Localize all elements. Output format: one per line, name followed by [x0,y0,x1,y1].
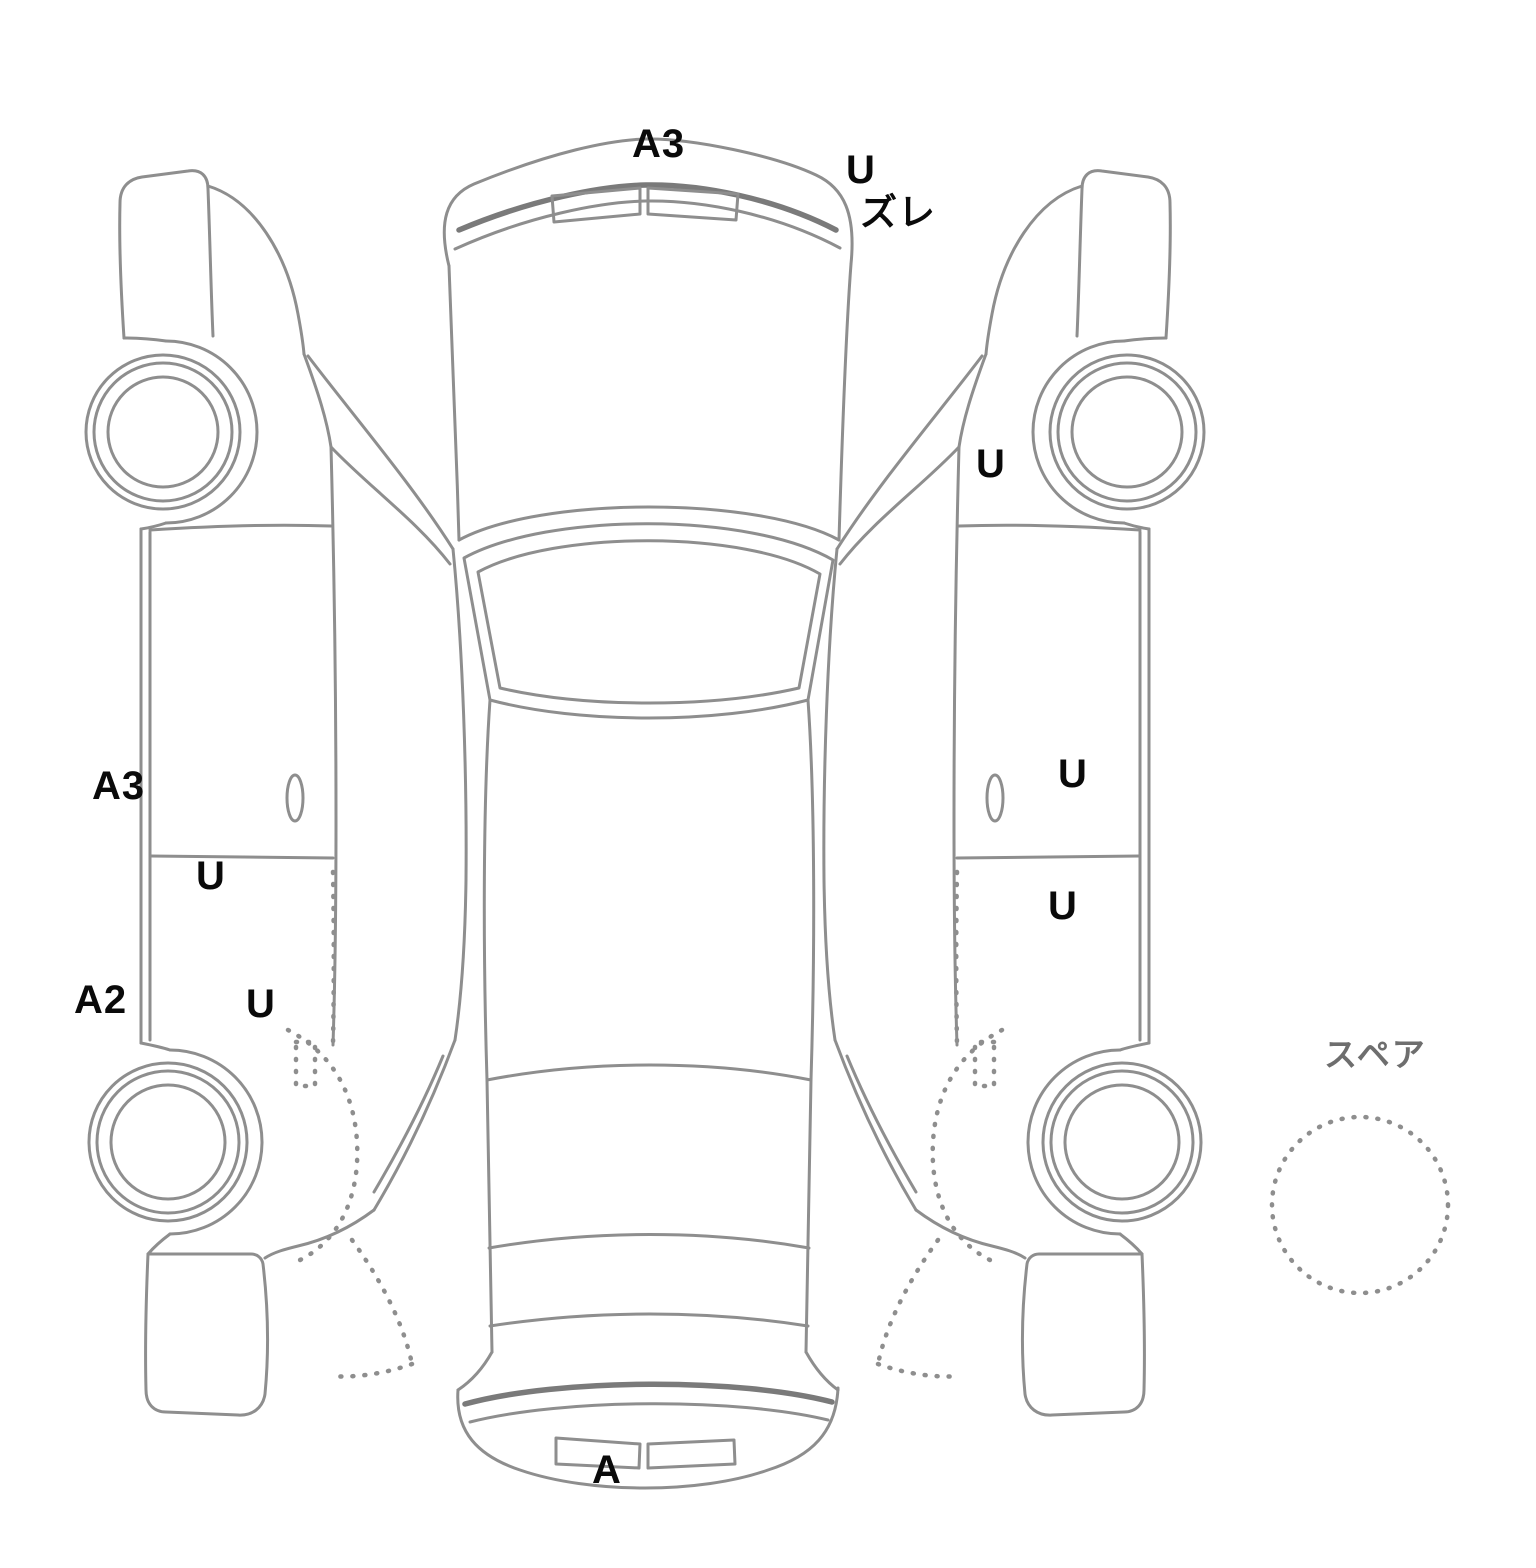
left-side-view [84,169,468,1417]
damage-mark-left-front-door-u: U [196,854,226,898]
top-view [442,137,854,1490]
damage-mark-left-rear-a2: A2 [74,978,128,1022]
right-side-view [824,171,1204,1415]
spare-tire-label: スペア [1324,1036,1427,1073]
damage-mark-front-right-u: U [846,148,876,192]
spare-tire [1269,1114,1451,1296]
damage-mark-rear-bumper-a: A [592,1448,622,1492]
damage-mark-front-right-zure: ズレ [860,192,936,233]
damage-mark-right-front-door-u: U [1058,752,1088,796]
damage-mark-front-bumper-a3: A3 [632,122,686,166]
damage-mark-right-rear-door-u: U [1048,884,1078,928]
damage-mark-left-side-a3: A3 [92,764,146,808]
damage-mark-left-rear-u: U [246,982,276,1026]
damage-mark-right-front-fender-u: U [976,442,1006,486]
